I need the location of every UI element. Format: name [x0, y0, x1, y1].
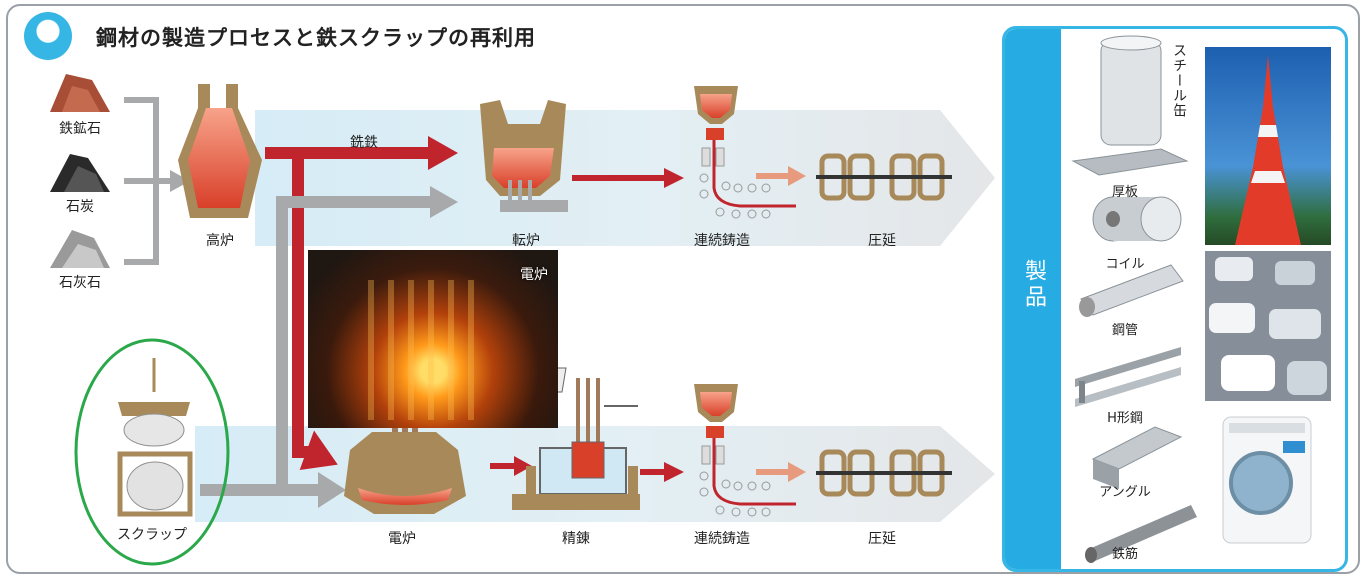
iron-ore-icon — [50, 74, 110, 112]
products-sidebar: 製品 — [1005, 29, 1061, 569]
label-plate: 厚板 — [1111, 185, 1139, 200]
label-converter: 転炉 — [512, 233, 540, 249]
furnace-glow — [368, 280, 488, 420]
label-rebar: 鉄筋 — [1111, 547, 1139, 562]
to-rolling-arrow-top — [788, 166, 806, 186]
scrap-to-converter-arrow — [430, 186, 458, 218]
label-coil: コイル — [1105, 257, 1145, 272]
label-iron-ore: 鉄鉱石 — [59, 121, 101, 137]
label-scrap: スクラップ — [117, 527, 187, 543]
label-refining: 精錬 — [562, 531, 590, 547]
label-eaf: 電炉 — [388, 531, 416, 547]
scrap-bucket-icon — [117, 358, 193, 517]
to-blast-furnace-arrow — [170, 170, 190, 192]
to-refining-arrow — [514, 456, 532, 476]
pig-iron-to-eaf-arrow — [299, 430, 338, 470]
to-rolling-arrow-bottom — [788, 462, 806, 482]
to-casting-arrow-bottom — [664, 462, 684, 482]
label-h-beam: H形鋼 — [1107, 411, 1143, 426]
label-rolling-bottom: 圧延 — [868, 531, 896, 547]
pig-iron-arrow — [428, 136, 458, 170]
rebar-icon — [1085, 505, 1197, 563]
limestone-icon — [50, 230, 110, 268]
h-beam-icon — [1075, 347, 1181, 407]
refining-icon — [512, 367, 640, 510]
angle-steel-icon — [1091, 426, 1183, 489]
electric-furnace-photo-label: 電炉 — [520, 267, 548, 283]
to-casting-arrow-top — [664, 168, 684, 188]
label-coal: 石炭 — [66, 199, 94, 215]
label-blast-furnace: 高炉 — [206, 233, 234, 249]
cars-photo — [1205, 251, 1331, 401]
continuous-casting-icon-top — [694, 86, 796, 219]
tokyo-tower-photo — [1205, 47, 1331, 245]
coal-icon — [50, 154, 110, 192]
steel-can-icon — [1100, 35, 1162, 146]
label-limestone: 石灰石 — [59, 275, 101, 291]
process-diagram — [50, 74, 995, 566]
label-rolling-top: 圧延 — [868, 233, 896, 249]
electric-furnace-photo: 電炉 — [308, 250, 558, 428]
scrap-to-eaf-arrow — [318, 472, 346, 508]
label-pipe: 鋼管 — [1111, 323, 1139, 338]
steel-pipe-icon — [1079, 264, 1184, 317]
label-casting-top: 連続鋳造 — [694, 233, 750, 249]
steel-plate-icon — [1071, 148, 1189, 176]
converter-icon — [480, 100, 568, 212]
products-panel: 製品 スチール缶 厚板 コイル 鋼管 H形鋼 アングル 鉄筋 — [1002, 26, 1348, 572]
continuous-casting-icon-bottom — [694, 384, 796, 517]
product-icons — [1071, 35, 1197, 563]
blast-furnace-icon — [178, 84, 262, 218]
washing-machine-photo — [1215, 413, 1319, 547]
blue-circle-icon — [24, 12, 72, 60]
scrap-circle — [74, 338, 230, 566]
page-title: 鋼材の製造プロセスと鉄スクラップの再利用 — [96, 26, 536, 50]
label-pig-iron: 銑鉄 — [350, 135, 378, 151]
products-heading: 製品 — [1021, 259, 1046, 311]
electric-arc-furnace-icon — [344, 403, 466, 514]
label-angle: アングル — [1099, 485, 1151, 500]
label-casting-bottom: 連続鋳造 — [694, 531, 750, 547]
label-steel-can: スチール缶 — [1171, 43, 1187, 118]
coil-icon — [1092, 196, 1182, 242]
